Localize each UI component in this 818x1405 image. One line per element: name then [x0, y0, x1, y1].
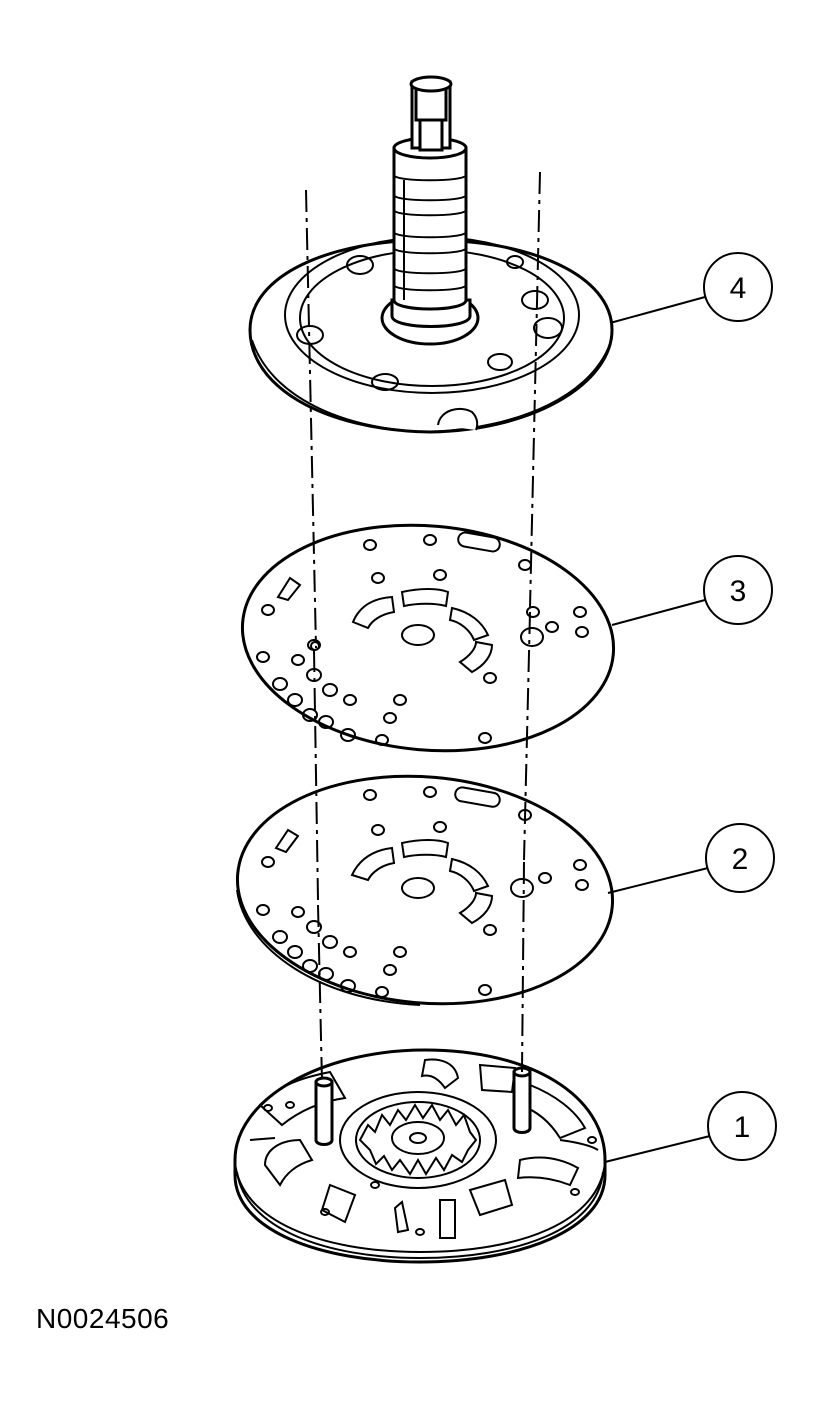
callout-4: 4 [609, 252, 773, 324]
callout-2: 2 [607, 823, 775, 894]
alignment-lines [305, 171, 541, 1083]
part-3-upper-plate [240, 523, 616, 753]
callout-1: 1 [604, 1091, 777, 1163]
callout-2-label: 2 [732, 843, 749, 876]
part-1-pump-body [233, 1048, 607, 1264]
callout-3: 3 [611, 555, 773, 626]
callout-1-label: 1 [734, 1111, 751, 1144]
figure-id-label: N0024506 [36, 1303, 170, 1334]
callout-3-label: 3 [730, 575, 747, 608]
part-4-cover-shaft [248, 75, 614, 434]
callout-4-label: 4 [730, 272, 747, 305]
part-2-separator-plate [235, 774, 615, 1006]
